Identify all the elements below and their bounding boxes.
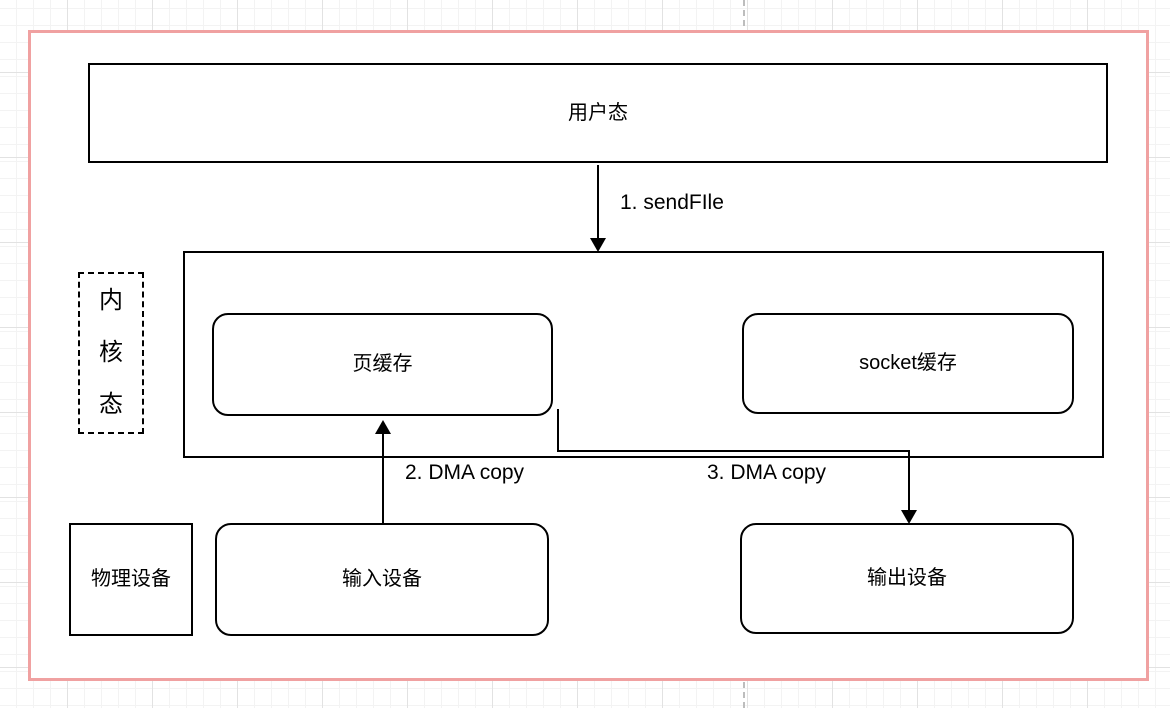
kernel-mode-label: 内核态 — [99, 287, 123, 418]
user-mode-label: 用户态 — [568, 101, 628, 124]
output-device-label: 输出设备 — [867, 567, 947, 589]
user-mode-box: 用户态 — [88, 63, 1108, 163]
dma-copy-in-arrow-line — [382, 431, 384, 523]
physical-device-label: 物理设备 — [91, 568, 171, 590]
socket-cache-label: socket缓存 — [859, 352, 957, 374]
page-cache-label: 页缓存 — [352, 353, 413, 375]
sendfile-arrow-line — [597, 165, 599, 241]
arrowhead-up-icon — [375, 420, 391, 434]
sendfile-edge-label: 1. sendFIle — [620, 191, 724, 214]
dma-copy-out-connector-segment-3 — [908, 450, 910, 510]
output-device-box: 输出设备 — [740, 523, 1074, 634]
input-device-box: 输入设备 — [215, 523, 549, 636]
kernel-mode-label-box: 内核态 — [78, 272, 144, 434]
page-cache-box: 页缓存 — [212, 313, 553, 416]
socket-cache-box: socket缓存 — [742, 313, 1074, 414]
dma-copy-out-connector-segment-1 — [557, 409, 559, 452]
input-device-label: 输入设备 — [342, 568, 422, 590]
physical-device-box: 物理设备 — [69, 523, 193, 636]
kernel-mode-box — [183, 251, 1104, 458]
diagram-page: 用户态 1. sendFIle 内核态 页缓存 socket缓存 2. DMA … — [28, 30, 1149, 681]
arrowhead-down-icon — [590, 238, 606, 252]
arrowhead-down-icon — [901, 510, 917, 524]
dma-copy-out-edge-label: 3. DMA copy — [707, 461, 827, 484]
dma-copy-in-edge-label: 2. DMA copy — [405, 461, 525, 484]
dma-copy-out-connector-segment-2 — [557, 450, 910, 452]
